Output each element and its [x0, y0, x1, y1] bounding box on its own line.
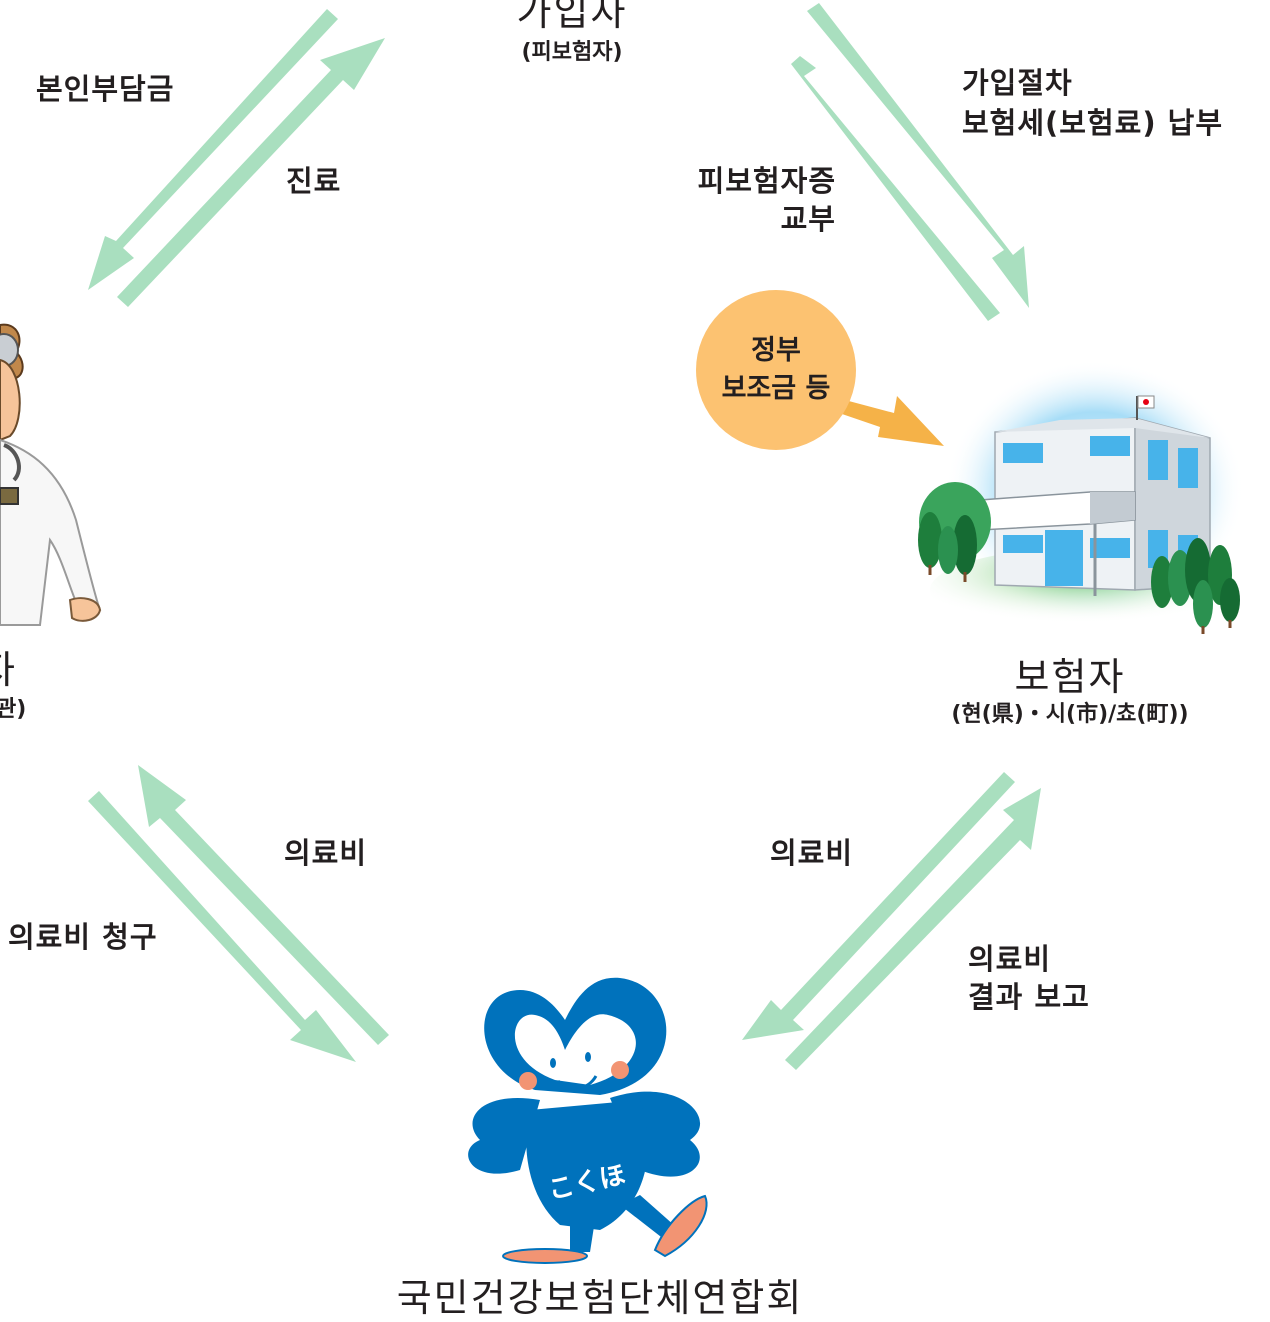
claim-arrow [88, 791, 356, 1062]
claim-label: 의료비 청구 [8, 920, 158, 954]
doctor-illustration [0, 323, 102, 626]
kokuho-mascot [468, 977, 708, 1264]
copay-arrow [88, 9, 338, 290]
provider-subtitle: 관) [0, 697, 27, 722]
subscriber-subtitle: (피보험자) [521, 40, 623, 65]
enrollment-label-line2: 보험세(보험료) 납부 [962, 106, 1224, 140]
insurer-title: 보험자 [1014, 655, 1126, 699]
provider-title: 자 [0, 648, 17, 694]
subsidy-line2: 보조금 등 [721, 373, 831, 404]
result-label-line2: 결과 보고 [968, 980, 1090, 1014]
result-arrow [785, 788, 1041, 1070]
card-label-line1: 피보험자증 [697, 164, 836, 198]
fee-right-arrow [742, 772, 1015, 1040]
enrollment-arrow [807, 3, 1029, 308]
card-label-line2: 교부 [780, 202, 836, 236]
fee-left-arrow [138, 765, 389, 1045]
card-arrow [760, 26, 1000, 321]
subscriber-title: 가입자 [516, 0, 628, 34]
result-label-line1: 의료비 [968, 942, 1052, 976]
insurer-building [918, 360, 1245, 634]
treatment-arrow [117, 38, 385, 307]
treatment-label: 진료 [286, 164, 342, 198]
fee-left-label: 의료비 [284, 836, 368, 870]
copay-label: 본인부담금 [36, 72, 175, 106]
enrollment-label-line1: 가입절차 [962, 66, 1073, 100]
subsidy-line1: 정부 [751, 335, 801, 367]
fee-right-label: 의료비 [770, 836, 854, 870]
subsidy-bubble: 정부 보조금 등 [696, 290, 856, 450]
subsidy-arrow [842, 396, 944, 446]
insurer-subtitle: (현(県)・시(市)/쵸(町)) [951, 702, 1189, 727]
federation-title: 국민건강보험단체연합회 [396, 1276, 804, 1320]
